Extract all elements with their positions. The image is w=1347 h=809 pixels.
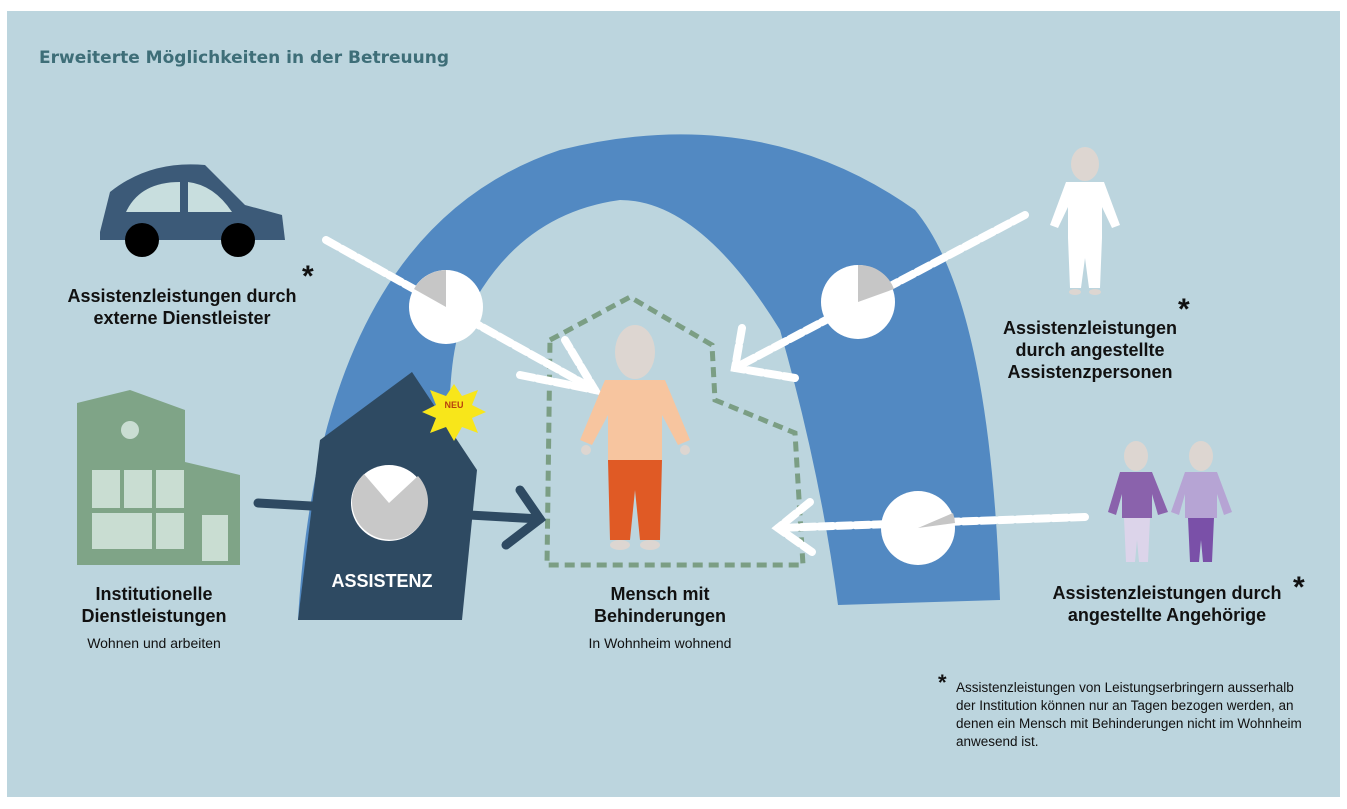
label-institutional-sub: Wohnen und arbeiten (87, 635, 221, 651)
pie-clock-icon (881, 491, 955, 565)
label-neu: NEU (444, 400, 464, 410)
car-icon (100, 164, 285, 257)
asterisk-external: * (302, 260, 314, 293)
two-persons-icon (1108, 441, 1232, 562)
asterisk-relatives: * (1293, 571, 1305, 604)
asterisk-footnote: * (938, 670, 947, 695)
assistance-arch (298, 134, 1000, 620)
label-person: Mensch mit Behinderungen (593, 584, 726, 626)
label-employed-assistants: Assistenzleistungen durch angestellte As… (1002, 318, 1178, 382)
footnote: Assistenzleistungen von Leistungserbring… (956, 680, 1302, 749)
neu-burst-icon (422, 384, 486, 441)
asterisk-employed: * (1178, 293, 1190, 326)
label-employed-relatives: Assistenzleistungen durch angestellte An… (1052, 583, 1282, 625)
label-institutional: Institutionelle Dienstleistungen (81, 584, 227, 626)
person-icon (580, 325, 690, 550)
pie-clock-icon (351, 465, 429, 541)
pie-clock-icon (821, 264, 895, 339)
label-person-sub: In Wohnheim wohnend (588, 635, 732, 651)
label-external-providers: Assistenzleistungen durch externe Dienst… (67, 286, 297, 328)
label-assistenz: ASSISTENZ (331, 571, 433, 591)
page-title: Erweiterte Möglichkeiten in der Betreuun… (39, 48, 450, 68)
pie-clock-icon (409, 270, 483, 344)
house-outline-icon (544, 294, 806, 568)
white-person-icon (1050, 147, 1120, 295)
building-icon (77, 390, 240, 565)
